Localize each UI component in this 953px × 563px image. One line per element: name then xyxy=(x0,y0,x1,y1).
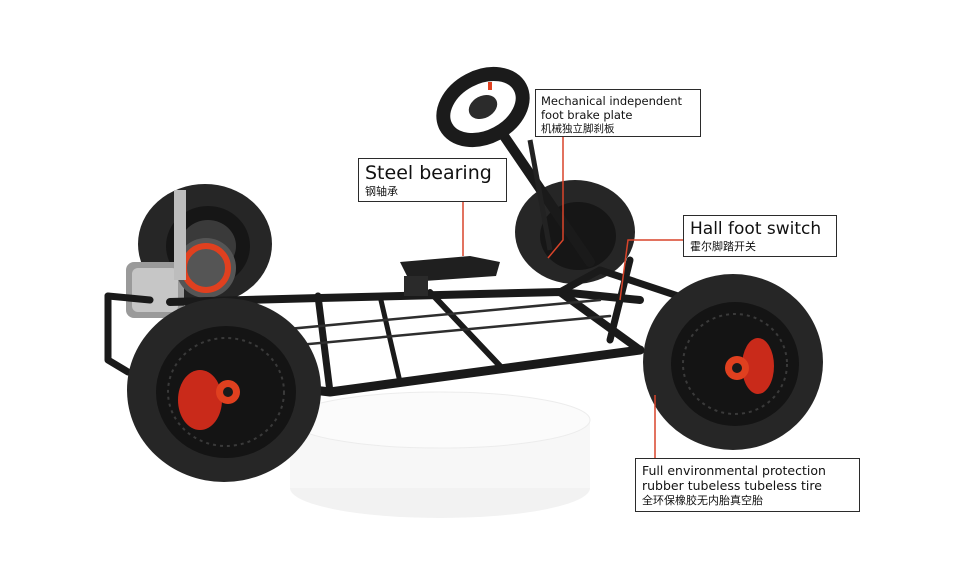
callout-hall-en: Hall foot switch xyxy=(690,219,822,239)
front-right-wheel xyxy=(643,274,823,450)
brake-pedal-plate xyxy=(400,256,500,296)
callout-brake-line1: Mechanical independent xyxy=(541,94,683,108)
callout-steel-bearing: Steel bearing 钢轴承 xyxy=(358,158,507,202)
callout-hall-switch: Hall foot switch 霍尔脚踏开关 xyxy=(683,215,837,257)
callout-brake-line2: foot brake plate xyxy=(541,108,633,122)
callout-brake-zh: 机械独立脚刹板 xyxy=(541,123,615,135)
callout-brake-plate: Mechanical independent foot brake plate … xyxy=(535,89,701,137)
callout-tire-line1: Full environmental protection xyxy=(642,463,826,478)
callout-hall-zh: 霍尔脚踏开关 xyxy=(690,240,756,253)
callout-leaders xyxy=(462,137,683,458)
front-left-wheel xyxy=(127,298,321,482)
callout-bearing-zh: 钢轴承 xyxy=(365,185,398,198)
callout-bearing-en: Steel bearing xyxy=(365,162,492,184)
display-stand-top xyxy=(289,391,591,449)
steering-assembly xyxy=(436,66,595,267)
callout-tubeless-tire: Full environmental protection rubber tub… xyxy=(635,458,860,512)
callout-tire-line2: rubber tubeless tubeless tire xyxy=(642,478,822,493)
callout-tire-zh: 全环保橡胶无内胎真空胎 xyxy=(642,494,763,507)
